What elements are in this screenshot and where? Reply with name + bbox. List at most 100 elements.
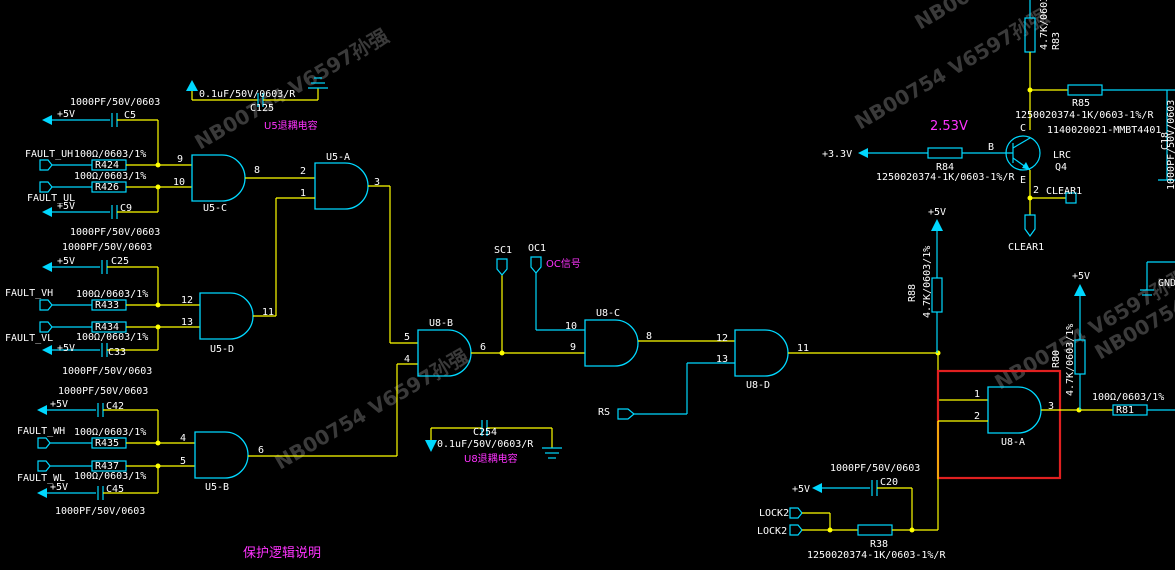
- svg-text:2: 2: [300, 166, 306, 177]
- svg-text:SC1: SC1: [494, 245, 512, 256]
- fault-w-input-group: +5V 1000PF/50V/0603 C42 FAULT_WH R435 10…: [17, 386, 195, 517]
- net-label: FAULT_UL: [27, 193, 75, 204]
- svg-text:1000PF/50V/0603: 1000PF/50V/0603: [62, 242, 152, 253]
- gate-u8d: 12 13 11 U8-D: [716, 329, 941, 391]
- svg-text:+5V: +5V: [50, 399, 68, 410]
- svg-text:OC信号: OC信号: [546, 258, 581, 270]
- svg-text:E: E: [1020, 175, 1026, 186]
- svg-text:+5V: +5V: [50, 482, 68, 493]
- gate-u8b: 5 4 6 U8-B: [404, 275, 585, 377]
- svg-text:C42: C42: [106, 401, 124, 412]
- svg-text:6: 6: [258, 445, 264, 456]
- net-label: FAULT_UH: [25, 149, 73, 160]
- svg-text:100Ω/0603/1%: 100Ω/0603/1%: [74, 171, 146, 182]
- svg-text:1250020374-1K/0603-1%/R: 1250020374-1K/0603-1%/R: [807, 550, 946, 561]
- svg-text:C33: C33: [108, 347, 126, 358]
- u5-decoupling-cap: 0.1uF/50V/0603/R C125 U5退耦电容: [186, 77, 328, 132]
- power-arrow-icon: [931, 219, 943, 231]
- power-arrow-icon: [42, 115, 52, 125]
- svg-text:13: 13: [716, 354, 728, 365]
- svg-text:C25: C25: [111, 256, 129, 267]
- svg-text:U5-D: U5-D: [210, 344, 234, 355]
- net-label: FAULT_WL: [17, 473, 65, 484]
- svg-text:LOCK2: LOCK2: [757, 526, 787, 537]
- voltage-annotation: 2.53V: [930, 119, 968, 134]
- svg-text:R38: R38: [870, 539, 888, 550]
- svg-text:U8-A: U8-A: [1001, 437, 1025, 448]
- svg-text:C45: C45: [106, 484, 124, 495]
- svg-text:10: 10: [565, 321, 577, 332]
- svg-text:1140020021-MMBT4401: 1140020021-MMBT4401: [1047, 125, 1161, 136]
- svg-text:C20: C20: [880, 477, 898, 488]
- svg-text:R85: R85: [1072, 98, 1090, 109]
- svg-text:100Ω/0603/1%: 100Ω/0603/1%: [74, 149, 146, 160]
- svg-text:12: 12: [716, 333, 728, 344]
- svg-text:4.7K/0603/1%: 4.7K/0603/1%: [922, 246, 933, 318]
- net-label: FAULT_VH: [5, 288, 53, 299]
- svg-text:3: 3: [374, 177, 380, 188]
- svg-text:R424: R424: [95, 160, 119, 171]
- svg-text:C: C: [1020, 123, 1026, 134]
- svg-text:U8-B: U8-B: [429, 318, 453, 329]
- svg-text:3: 3: [1048, 401, 1054, 412]
- svg-text:B: B: [988, 142, 994, 153]
- svg-text:8: 8: [254, 165, 260, 176]
- svg-text:5: 5: [404, 332, 410, 343]
- svg-text:1250020374-1K/0603-1%/R: 1250020374-1K/0603-1%/R: [876, 172, 1015, 183]
- svg-text:U8退耦电容: U8退耦电容: [464, 452, 518, 465]
- svg-text:U5-B: U5-B: [205, 482, 229, 493]
- cap-ref: C125: [250, 103, 274, 114]
- fault-v-input-group: +5V 1000PF/50V/0603 C25 FAULT_VH R433 10…: [5, 242, 200, 377]
- svg-text:4.7K/0603/1%: 4.7K/0603/1%: [1065, 324, 1076, 396]
- lock2-circuit: +5V 1000PF/50V/0603 C20 LOCK2 LOCK2 R38 …: [757, 463, 946, 561]
- svg-text:+5V: +5V: [57, 343, 75, 354]
- power-arrow-icon: [812, 483, 822, 493]
- svg-text:RS: RS: [598, 407, 610, 418]
- svg-text:1000PF/50V/0603: 1000PF/50V/0603: [830, 463, 920, 474]
- gnd-right: GND: [1140, 261, 1175, 296]
- svg-text:9: 9: [177, 154, 183, 165]
- svg-text:100Ω/0603/1%: 100Ω/0603/1%: [74, 427, 146, 438]
- svg-text:1: 1: [300, 188, 306, 199]
- svg-text:0.1uF/50V/0603/R: 0.1uF/50V/0603/R: [437, 439, 534, 450]
- svg-text:4: 4: [180, 433, 186, 444]
- svg-text:R426: R426: [95, 182, 119, 193]
- svg-text:LOCK2: LOCK2: [759, 508, 789, 519]
- svg-text:+5V: +5V: [792, 484, 810, 495]
- power-arrow-icon: [37, 405, 47, 415]
- r88-pullup: +5V R88 4.7K/0603/1%: [907, 207, 988, 401]
- power-arrow-icon: [1074, 284, 1086, 296]
- svg-text:8: 8: [646, 331, 652, 342]
- svg-text:R83: R83: [1051, 32, 1062, 50]
- svg-text:11: 11: [262, 307, 274, 318]
- svg-text:+5V: +5V: [57, 109, 75, 120]
- svg-text:12: 12: [181, 295, 193, 306]
- net-label: FAULT_VL: [5, 333, 53, 344]
- sc1-oc1-ports: SC1 OC1 OC信号: [494, 243, 585, 331]
- svg-text:Q4: Q4: [1055, 162, 1067, 173]
- svg-text:100Ω/0603/1%: 100Ω/0603/1%: [76, 332, 148, 343]
- svg-text:13: 13: [181, 317, 193, 328]
- svg-text:1000PF/50V/0603: 1000PF/50V/0603: [62, 366, 152, 377]
- power-arrow-icon: [42, 262, 52, 272]
- svg-text:1: 1: [974, 389, 980, 400]
- svg-text:+5V: +5V: [57, 201, 75, 212]
- svg-text:R80: R80: [1051, 350, 1062, 368]
- power-arrow-icon: [42, 345, 52, 355]
- fault-u-input-group: +5V 1000PF/50V/0603 C5 FAULT_UH R424 100…: [25, 97, 192, 238]
- svg-text:LRC: LRC: [1053, 150, 1071, 161]
- svg-text:11: 11: [797, 343, 809, 354]
- r80-r81: +5V R80 4.7K/0603/1% R81 100Ω/0603/1%: [1051, 271, 1175, 416]
- svg-text:U8-D: U8-D: [746, 380, 770, 391]
- svg-text:1000PF/50V/0603: 1000PF/50V/0603: [70, 97, 160, 108]
- svg-text:R81: R81: [1116, 405, 1134, 416]
- svg-text:R84: R84: [936, 162, 954, 173]
- svg-text:10: 10: [173, 177, 185, 188]
- power-arrow-icon: [858, 148, 868, 158]
- svg-text:C254: C254: [473, 427, 497, 438]
- svg-text:R434: R434: [95, 322, 119, 333]
- svg-text:1000PF/50V/0603: 1000PF/50V/0603: [58, 386, 148, 397]
- transistor-q4-circuit: 4.7K/0603/1% R83 R85 1250020374-1K/0603-…: [822, 0, 1175, 253]
- svg-text:GND: GND: [1158, 278, 1175, 289]
